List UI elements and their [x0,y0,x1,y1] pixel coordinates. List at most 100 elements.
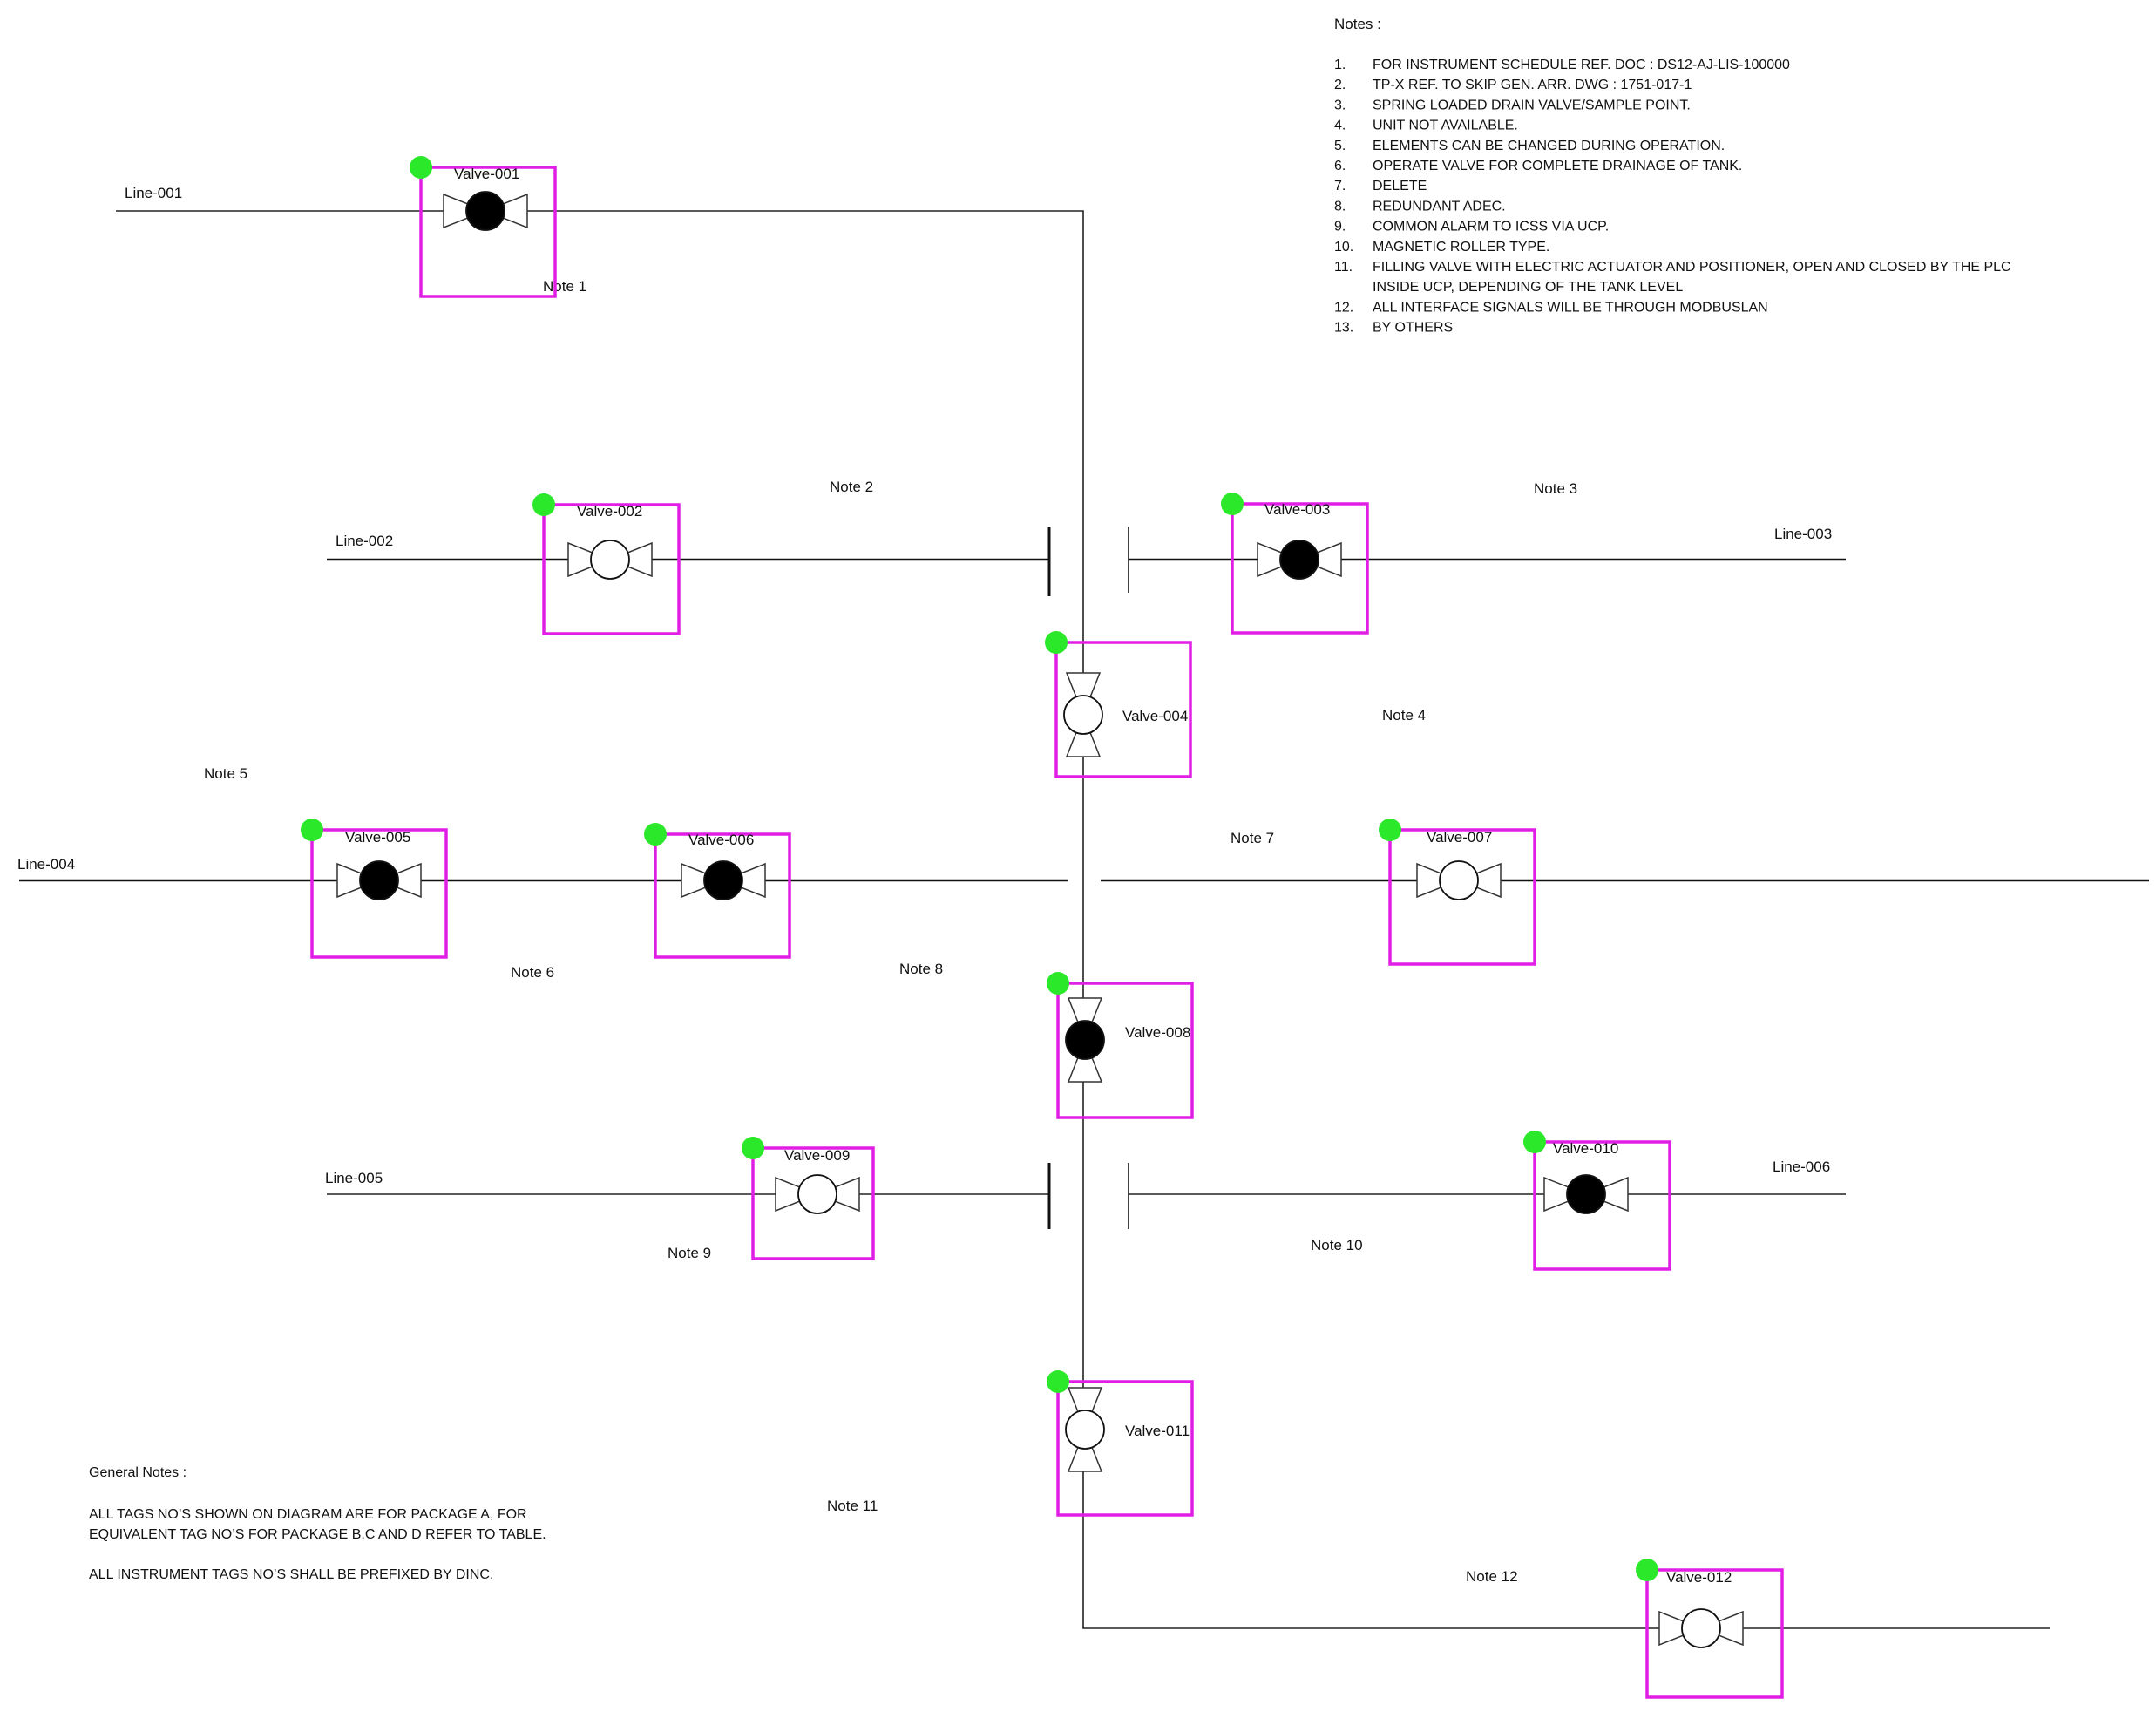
note-item: 4.UNIT NOT AVAILABLE. [1334,119,1518,133]
note-number: 5. [1334,139,1346,153]
note-ref-9: Note 9 [668,1245,711,1261]
valve-label: Valve-004 [1122,708,1188,724]
note-text: OPERATE VALVE FOR COMPLETE DRAINAGE OF T… [1373,159,1742,173]
note-number: 3. [1334,98,1346,112]
general-notes-title: General Notes : [89,1465,186,1480]
valve-label: Valve-011 [1125,1423,1190,1439]
selection-box[interactable] [1056,1380,1194,1517]
anchor-dot-icon[interactable] [644,823,667,846]
anchor-dot-icon[interactable] [410,156,432,179]
valve-010[interactable]: Valve-010 [1523,1131,1671,1271]
valve-label: Valve-007 [1427,829,1492,846]
note-number: 10. [1334,240,1353,255]
note-ref-1: Note 1 [543,278,586,295]
notes-title: Notes : [1334,16,1381,32]
anchor-dot-icon[interactable] [1523,1131,1546,1153]
valve-ball-icon [1681,1608,1721,1648]
valve-label: Valve-006 [688,832,754,848]
valve-005[interactable]: Valve-005 [301,819,448,959]
selection-box[interactable] [1388,828,1536,966]
note-text: INSIDE UCP, DEPENDING OF THE TANK LEVEL [1373,280,1683,295]
note-ref-6: Note 6 [511,964,554,981]
anchor-dot-icon[interactable] [1047,1370,1069,1393]
line-label-001: Line-001 [125,185,182,201]
note-number: 2. [1334,78,1346,92]
selection-box[interactable] [1231,502,1369,635]
anchor-dot-icon[interactable] [742,1137,764,1159]
note-text: ELEMENTS CAN BE CHANGED DURING OPERATION… [1373,139,1725,153]
selection-box[interactable] [1645,1568,1784,1699]
valve-009[interactable]: Valve-009 [742,1137,875,1260]
line-label-006: Line-006 [1773,1158,1830,1175]
valve-011[interactable]: Valve-011 [1047,1370,1194,1517]
selection-box[interactable] [1054,641,1192,778]
note-ref-4: Note 4 [1382,707,1426,724]
valve-002[interactable]: Valve-002 [532,493,681,635]
valve-label: Valve-009 [784,1147,850,1164]
note-number: 9. [1334,220,1346,234]
selection-box[interactable] [654,832,791,959]
selection-box[interactable] [751,1146,875,1260]
general-notes-line: ALL TAGS NO’S SHOWN ON DIAGRAM ARE FOR P… [89,1507,527,1522]
valve-ball-icon [590,540,630,580]
general-notes-line: ALL INSTRUMENT TAGS NO’S SHALL BE PREFIX… [89,1567,493,1582]
note-item: 9. COMMON ALARM TO ICSS VIA UCP. [1334,220,1609,234]
valve-ball-icon [1566,1174,1606,1214]
note-ref-8: Note 8 [899,961,943,977]
note-item: 3. SPRING LOADED DRAIN VALVE/SAMPLE POINT… [1334,98,1691,112]
selection-box[interactable] [542,503,681,635]
note-number: 8. [1334,199,1346,214]
line-label-005: Line-005 [325,1170,383,1186]
note-ref-12: Note 12 [1466,1568,1518,1585]
anchor-dot-icon[interactable] [1379,819,1401,841]
anchor-dot-icon[interactable] [1045,631,1068,654]
note-number: 13. [1334,321,1353,336]
valve-003[interactable]: Valve-003 [1221,493,1369,635]
note-text: DELETE [1373,179,1427,194]
valve-012[interactable]: Valve-012 [1636,1559,1784,1699]
anchor-dot-icon[interactable] [1047,972,1069,995]
notes-block: Notes : 1.FOR INSTRUMENT SCHEDULE REF. D… [1334,16,2011,336]
valve-label: Valve-008 [1125,1024,1190,1041]
note-ref-11: Note 11 [827,1498,878,1514]
anchor-dot-icon[interactable] [532,493,555,516]
note-item: 13.BY OTHERS [1334,321,1453,336]
anchor-dot-icon[interactable] [1221,493,1244,515]
note-text: ALL INTERFACE SIGNALS WILL BE THROUGH MO… [1373,300,1768,315]
valve-label: Valve-001 [454,166,519,182]
note-item: 10. MAGNETIC ROLLER TYPE. [1334,240,1549,255]
valve-label: Valve-012 [1666,1569,1732,1586]
valve-006[interactable]: Valve-006 [644,823,791,959]
notes-list: 1.FOR INSTRUMENT SCHEDULE REF. DOC : DS1… [1334,58,2011,336]
note-text: SPRING LOADED DRAIN VALVE/SAMPLE POINT. [1373,98,1691,112]
note-text: FILLING VALVE WITH ELECTRIC ACTUATOR AND… [1373,260,2011,275]
selection-box[interactable] [1533,1140,1671,1271]
note-item: 5. ELEMENTS CAN BE CHANGED DURING OPERATI… [1334,139,1725,153]
anchor-dot-icon[interactable] [1636,1559,1658,1581]
note-text: MAGNETIC ROLLER TYPE. [1373,240,1549,255]
note-number: 6. [1334,159,1346,173]
anchor-dot-icon[interactable] [301,819,323,841]
general-notes-block: General Notes : ALL TAGS NO’S SHOWN ON D… [89,1465,546,1582]
selection-box[interactable] [1056,982,1194,1119]
line-label-004: Line-004 [17,856,75,873]
valve-ball-icon [1279,540,1319,580]
valve-001[interactable]: Valve-001 [410,156,557,298]
valve-label: Valve-005 [345,829,410,846]
selection-box[interactable] [310,828,448,959]
valve-label: Valve-003 [1264,501,1330,518]
valve-ball-icon [797,1174,837,1214]
note-number: 12. [1334,300,1353,315]
valve-ball-icon [1065,1410,1105,1450]
line-label-003: Line-003 [1774,526,1832,542]
note-text: COMMON ALARM TO ICSS VIA UCP. [1373,220,1609,234]
note-ref-2: Note 2 [830,479,873,495]
valve-007[interactable]: Valve-007 [1379,819,1536,966]
valve-004[interactable]: Valve-004 [1045,631,1192,778]
valve-ball-icon [1065,1020,1105,1060]
note-item: 2.TP-X REF. TO SKIP GEN. ARR. DWG : 1751… [1334,78,1692,92]
selection-box[interactable] [419,166,557,298]
valve-008[interactable]: Valve-008 [1047,972,1194,1119]
